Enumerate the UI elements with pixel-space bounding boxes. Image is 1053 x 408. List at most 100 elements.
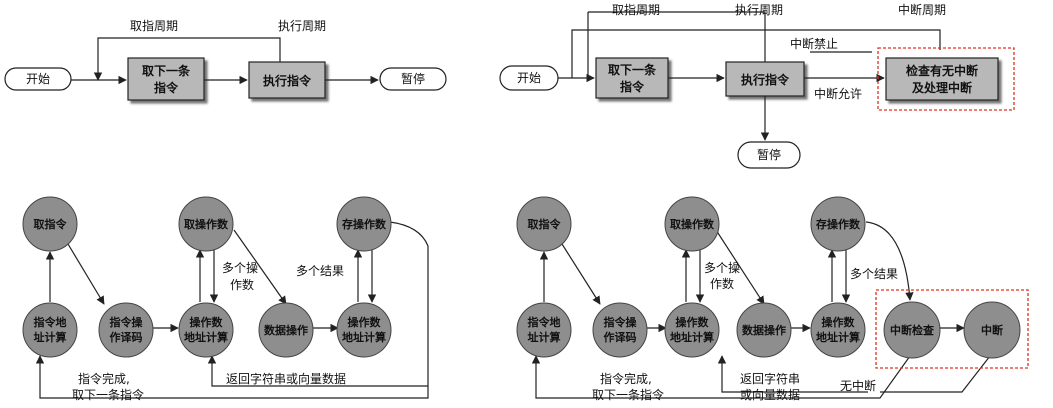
bl-decode-line2: 作译码	[110, 330, 143, 344]
tr-interrupt-enabled-label: 中断允许	[814, 86, 862, 101]
tl-halt-terminal	[379, 67, 447, 91]
br-addr-calc-line2: 址计算	[528, 330, 561, 344]
tr-interrupt-disabled-label: 中断禁止	[790, 36, 838, 51]
br-interrupt-check-label: 中断检查	[890, 323, 934, 337]
bl-node-fetch-instr	[22, 196, 78, 252]
br-addr-calc-line1: 指令地	[528, 315, 561, 329]
br-multi-operand-line1: 多个操	[704, 260, 740, 275]
bl-store-operand-label: 存操作数	[342, 217, 387, 231]
br-no-interrupt-label: 无中断	[840, 378, 876, 393]
bl-node-store-addr	[336, 302, 392, 358]
br-done-line1: 指令完成,	[600, 371, 652, 386]
br-node-data-op	[736, 302, 792, 358]
br-fetch-to-decode	[561, 243, 601, 305]
bl-node-data-op	[258, 302, 314, 358]
br-node-addr-calc	[516, 302, 572, 358]
tr-fetch-box	[595, 57, 669, 99]
br-return-line2: 或向量数据	[740, 387, 800, 402]
tl-exec-box-label: 执行指令	[263, 73, 312, 88]
bl-node-operand-addr	[178, 302, 234, 358]
tr-halt-label: 暂停	[757, 147, 781, 162]
bottom-right-state-diagram: 取指令 取操作数 存操作数 指令地 址计算 指令操 作译码 操作数 地址计算 数…	[516, 196, 1029, 402]
bl-node-fetch-operand	[178, 196, 234, 252]
br-multi-operand-line2: 作数	[710, 276, 734, 291]
br-node-interrupt-check	[883, 301, 941, 359]
br-node-interrupt	[963, 301, 1021, 359]
br-fetch-instr-label: 取指令	[528, 217, 562, 231]
tr-interrupt-cycle-label: 中断周期	[898, 2, 946, 17]
br-decode-line1: 指令操	[604, 315, 638, 329]
tr-fetch-box-line2: 指令	[620, 79, 645, 94]
br-highlight-frame	[875, 289, 1029, 369]
bl-node-store-operand	[336, 196, 392, 252]
br-fetchop-to-dataop	[715, 229, 765, 305]
tr-highlight-frame	[877, 47, 1015, 111]
top-right-flow: 取指周期 执行周期 中断周期 中断禁止 开始 取下一条 指令 执行指令 中断允许…	[499, 2, 1015, 169]
br-return-line1: 返回字符串	[740, 371, 800, 386]
tr-fetch-loop-top	[588, 11, 766, 62]
tr-check-box-line2: 及处理中断	[912, 80, 972, 95]
tr-exec-box	[725, 61, 805, 97]
br-operand-addr-line1: 操作数	[676, 315, 710, 329]
bl-done-loop	[35, 221, 429, 399]
tr-fetch-box-line1: 取下一条	[608, 62, 657, 77]
tl-exec-cycle-label: 执行周期	[278, 19, 326, 33]
bl-node-addr-calc	[22, 302, 78, 358]
tr-start-label: 开始	[517, 71, 541, 85]
bl-return-label: 返回字符串或向量数据	[226, 371, 346, 386]
bl-fetch-operand-label: 取操作数	[184, 217, 229, 231]
br-operand-addr-line2: 地址计算	[670, 330, 714, 344]
tl-halt-label: 暂停	[401, 71, 425, 86]
bl-fetch-to-decode	[67, 243, 105, 305]
br-multi-result-label: 多个结果	[850, 267, 898, 281]
tr-interrupt-loop	[571, 29, 941, 78]
bl-node-decode	[98, 302, 154, 358]
tl-loop-arrow	[93, 37, 281, 81]
bl-data-op-label: 数据操作	[264, 323, 308, 337]
tl-fetch-cycle-label: 取指周期	[130, 18, 178, 33]
br-node-operand-addr	[664, 302, 720, 358]
tr-exec-cycle-label: 执行周期	[735, 3, 783, 17]
br-store-addr-line1: 操作数	[822, 315, 856, 329]
br-store-operand-label: 存操作数	[816, 217, 861, 231]
tl-fetch-box-line1: 取下一条	[142, 63, 191, 78]
bl-addr-calc-line2: 址计算	[34, 330, 67, 344]
bl-multi-operand-line2: 作数	[230, 277, 254, 292]
tr-fetch-cycle-label: 取指周期	[612, 2, 660, 17]
bl-store-addr-line1: 操作数	[348, 315, 382, 329]
br-decode-line2: 作译码	[604, 330, 637, 344]
tr-check-box	[885, 57, 999, 101]
br-interrupt-label: 中断	[981, 323, 1003, 337]
bl-operand-addr-line1: 操作数	[190, 315, 224, 329]
br-no-interrupt-loop	[531, 355, 911, 399]
top-left-flow: 取指周期 执行周期 开始 取下一条 指令 执行指令 暂停	[4, 18, 447, 101]
br-data-op-label: 数据操作	[742, 323, 786, 337]
br-storeop-to-check	[865, 221, 914, 301]
bl-fetchop-to-dataop	[233, 229, 287, 305]
br-store-addr-line2: 地址计算	[816, 330, 860, 344]
bl-multi-result-label: 多个结果	[296, 264, 344, 278]
tr-halt-terminal	[737, 141, 801, 169]
br-node-fetch-operand	[664, 196, 720, 252]
bl-addr-calc-line1: 指令地	[34, 315, 67, 329]
bl-operand-addr-line2: 地址计算	[184, 330, 228, 344]
tl-start-label: 开始	[26, 72, 50, 86]
br-fetch-operand-label: 取操作数	[670, 217, 715, 231]
bl-done-line2: 取下一条指令	[72, 387, 144, 402]
br-return-loop	[717, 355, 868, 393]
tl-fetch-box	[127, 57, 205, 101]
br-node-decode	[592, 302, 648, 358]
bl-multi-operand-line1: 多个操	[222, 260, 258, 275]
br-node-store-operand	[810, 196, 866, 252]
br-done-line2: 取下一条指令	[592, 387, 664, 402]
bottom-left-state-diagram: 取指令 取操作数 存操作数 指令地 址计算 指令操 作译码 操作数 地址计算 数…	[22, 196, 429, 402]
tl-start-terminal	[4, 67, 72, 91]
tr-exec-box-label: 执行指令	[741, 72, 790, 87]
tl-fetch-box-line2: 指令	[154, 80, 179, 95]
bl-return-loop	[207, 355, 428, 387]
tr-check-box-line1: 检查有无中断	[906, 63, 978, 78]
bl-store-addr-line2: 地址计算	[342, 330, 386, 344]
bl-fetch-instr-label: 取指令	[34, 217, 68, 231]
br-node-fetch-instr	[516, 196, 572, 252]
